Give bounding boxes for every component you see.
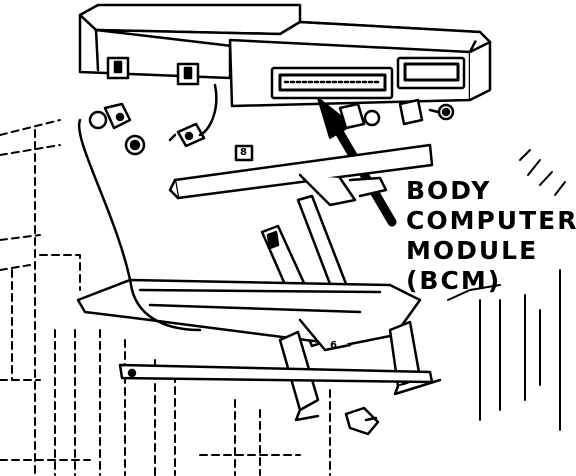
retainer-strip xyxy=(118,363,434,384)
callout-line-1: BODY xyxy=(406,176,492,205)
bcm-callout-label: BODY COMPUTER MODULE (BCM) xyxy=(406,176,576,296)
mounting-bracket xyxy=(76,143,442,422)
wiring-harness xyxy=(77,83,218,332)
fasteners xyxy=(88,98,455,436)
vehicle-body-right-edges xyxy=(447,149,566,431)
callout-arrow xyxy=(317,97,397,227)
callout-line-2: COMPUTER xyxy=(406,206,576,235)
housing-mount-tabs xyxy=(106,56,200,86)
callout-line-3: MODULE xyxy=(406,236,539,265)
bcm-connectors xyxy=(270,56,466,100)
bolt-tag-label: 6 xyxy=(330,340,337,351)
callout-line-4: (BCM) xyxy=(406,266,502,295)
nut-tag-label: 8 xyxy=(240,147,247,158)
